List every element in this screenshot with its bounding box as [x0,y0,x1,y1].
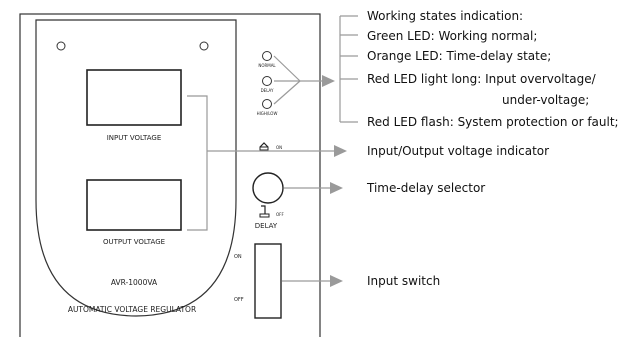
delay-selector-arrow-head [330,182,343,194]
callout-red-led-flash: Red LED flash: System protection or faul… [367,115,619,129]
input-voltage-display [86,69,182,126]
callout-red-led-long: Red LED light long: Input overvoltage/ [367,72,597,86]
screw-hole-left [56,41,66,51]
led-normal [262,51,272,61]
input-switch-arrow-head [330,275,343,287]
delay-label: DELAY [255,222,278,230]
led-arrow-head [322,75,335,87]
led-delay-label: DELAY [261,88,274,93]
io-indicator-arrow-head [334,145,347,157]
output-voltage-label: OUTPUT VOLTAGE [103,238,165,246]
led-delay [262,76,272,86]
callout-time-delay-selector: Time-delay selector [366,181,485,195]
input-switch[interactable] [254,243,282,319]
delay-off-icon [259,205,270,218]
display-bracket [187,95,208,231]
input-voltage-label: INPUT VOLTAGE [107,134,162,142]
delay-on-label: ON [276,145,282,150]
led-leader-lines [273,55,322,105]
callout-orange-led: Orange LED: Time-delay state; [367,49,551,63]
delay-off-label: OFF [276,212,284,217]
callout-input-switch: Input switch [367,274,440,288]
screw-hole-right [199,41,209,51]
panel-outline [19,13,321,337]
callout-green-led: Green LED: Working normal; [367,29,537,43]
callout-io-indicator: Input/Output voltage indicator [367,144,549,158]
led-high-low-label: HIGH/LOW [257,111,278,116]
delay-on-icon [259,142,269,151]
panel-title: AUTOMATIC VOLTAGE REGULATOR [68,305,196,314]
callout-red-led-long-cont: under-voltage; [502,93,589,107]
faceplate-outline [35,19,237,317]
led-normal-label: NORMAL [258,63,276,68]
led-states-bracket [339,15,358,123]
led-high-low [262,99,272,109]
output-voltage-display [86,179,182,231]
switch-off-label: OFF [234,297,244,303]
switch-on-label: ON [234,254,242,260]
delay-selector-knob[interactable] [252,172,284,204]
callout-working-states: Working states indication: [367,9,523,23]
model-label: AVR-1000VA [111,278,158,287]
